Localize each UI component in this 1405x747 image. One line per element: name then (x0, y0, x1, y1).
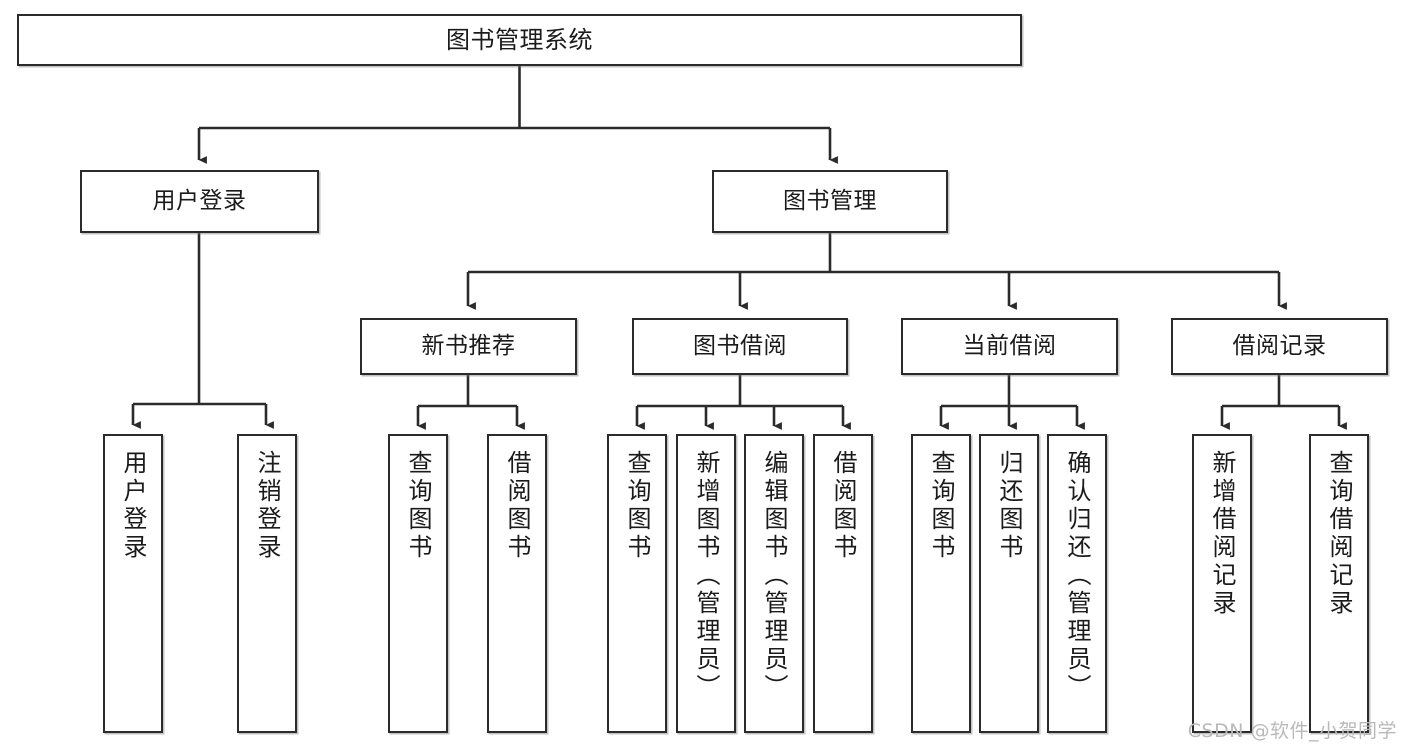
node-leaf-query-book-2-label: 查询图书 (623, 450, 651, 562)
node-leaf-query-book-1-label: 查询图书 (404, 450, 432, 562)
node-user-login[interactable]: 用户登录 (80, 170, 319, 233)
node-leaf-edit-book[interactable]: 编辑图书（管理员） (744, 434, 804, 733)
node-leaf-user-logout-label: 注销登录 (253, 450, 281, 562)
node-leaf-add-book-label: 新增图书（管理员） (692, 450, 720, 702)
node-leaf-borrow-book-2[interactable]: 借阅图书 (813, 434, 873, 733)
node-leaf-edit-book-label: 编辑图书（管理员） (760, 450, 788, 702)
node-book-manage[interactable]: 图书管理 (712, 170, 948, 233)
node-leaf-query-record-label: 查询借阅记录 (1325, 450, 1353, 618)
node-book-manage-label: 图书管理 (783, 188, 877, 215)
node-leaf-confirm-return-label: 确认归还（管理员） (1063, 450, 1091, 702)
node-book-borrow[interactable]: 图书借阅 (632, 318, 848, 375)
node-borrow-record[interactable]: 借阅记录 (1171, 318, 1388, 375)
node-book-borrow-label: 图书借阅 (693, 333, 787, 360)
node-leaf-return-book[interactable]: 归还图书 (979, 434, 1039, 733)
node-root-label: 图书管理系统 (446, 26, 593, 54)
node-leaf-user-login-label: 用户登录 (119, 450, 147, 562)
node-user-login-label: 用户登录 (152, 188, 247, 215)
node-current-borrow[interactable]: 当前借阅 (901, 318, 1118, 375)
node-leaf-borrow-book-1[interactable]: 借阅图书 (487, 434, 547, 733)
node-new-book-recommend-label: 新书推荐 (421, 333, 516, 360)
node-leaf-confirm-return[interactable]: 确认归还（管理员） (1047, 434, 1107, 733)
node-leaf-query-book-3[interactable]: 查询图书 (911, 434, 971, 733)
node-leaf-query-record[interactable]: 查询借阅记录 (1309, 434, 1369, 733)
node-leaf-query-book-3-label: 查询图书 (927, 450, 955, 562)
node-leaf-query-book-2[interactable]: 查询图书 (607, 434, 667, 733)
node-root[interactable]: 图书管理系统 (17, 14, 1022, 66)
node-borrow-record-label: 借阅记录 (1232, 333, 1327, 360)
node-current-borrow-label: 当前借阅 (962, 333, 1057, 360)
node-leaf-add-book[interactable]: 新增图书（管理员） (676, 434, 736, 733)
node-leaf-user-logout[interactable]: 注销登录 (237, 434, 297, 733)
node-leaf-query-book-1[interactable]: 查询图书 (388, 434, 448, 733)
node-leaf-borrow-book-2-label: 借阅图书 (829, 450, 857, 562)
node-new-book-recommend[interactable]: 新书推荐 (360, 318, 577, 375)
node-leaf-add-record[interactable]: 新增借阅记录 (1192, 434, 1252, 733)
node-leaf-user-login[interactable]: 用户登录 (103, 434, 163, 733)
node-leaf-return-book-label: 归还图书 (995, 450, 1023, 562)
node-leaf-borrow-book-1-label: 借阅图书 (503, 450, 531, 562)
node-leaf-add-record-label: 新增借阅记录 (1208, 450, 1236, 618)
